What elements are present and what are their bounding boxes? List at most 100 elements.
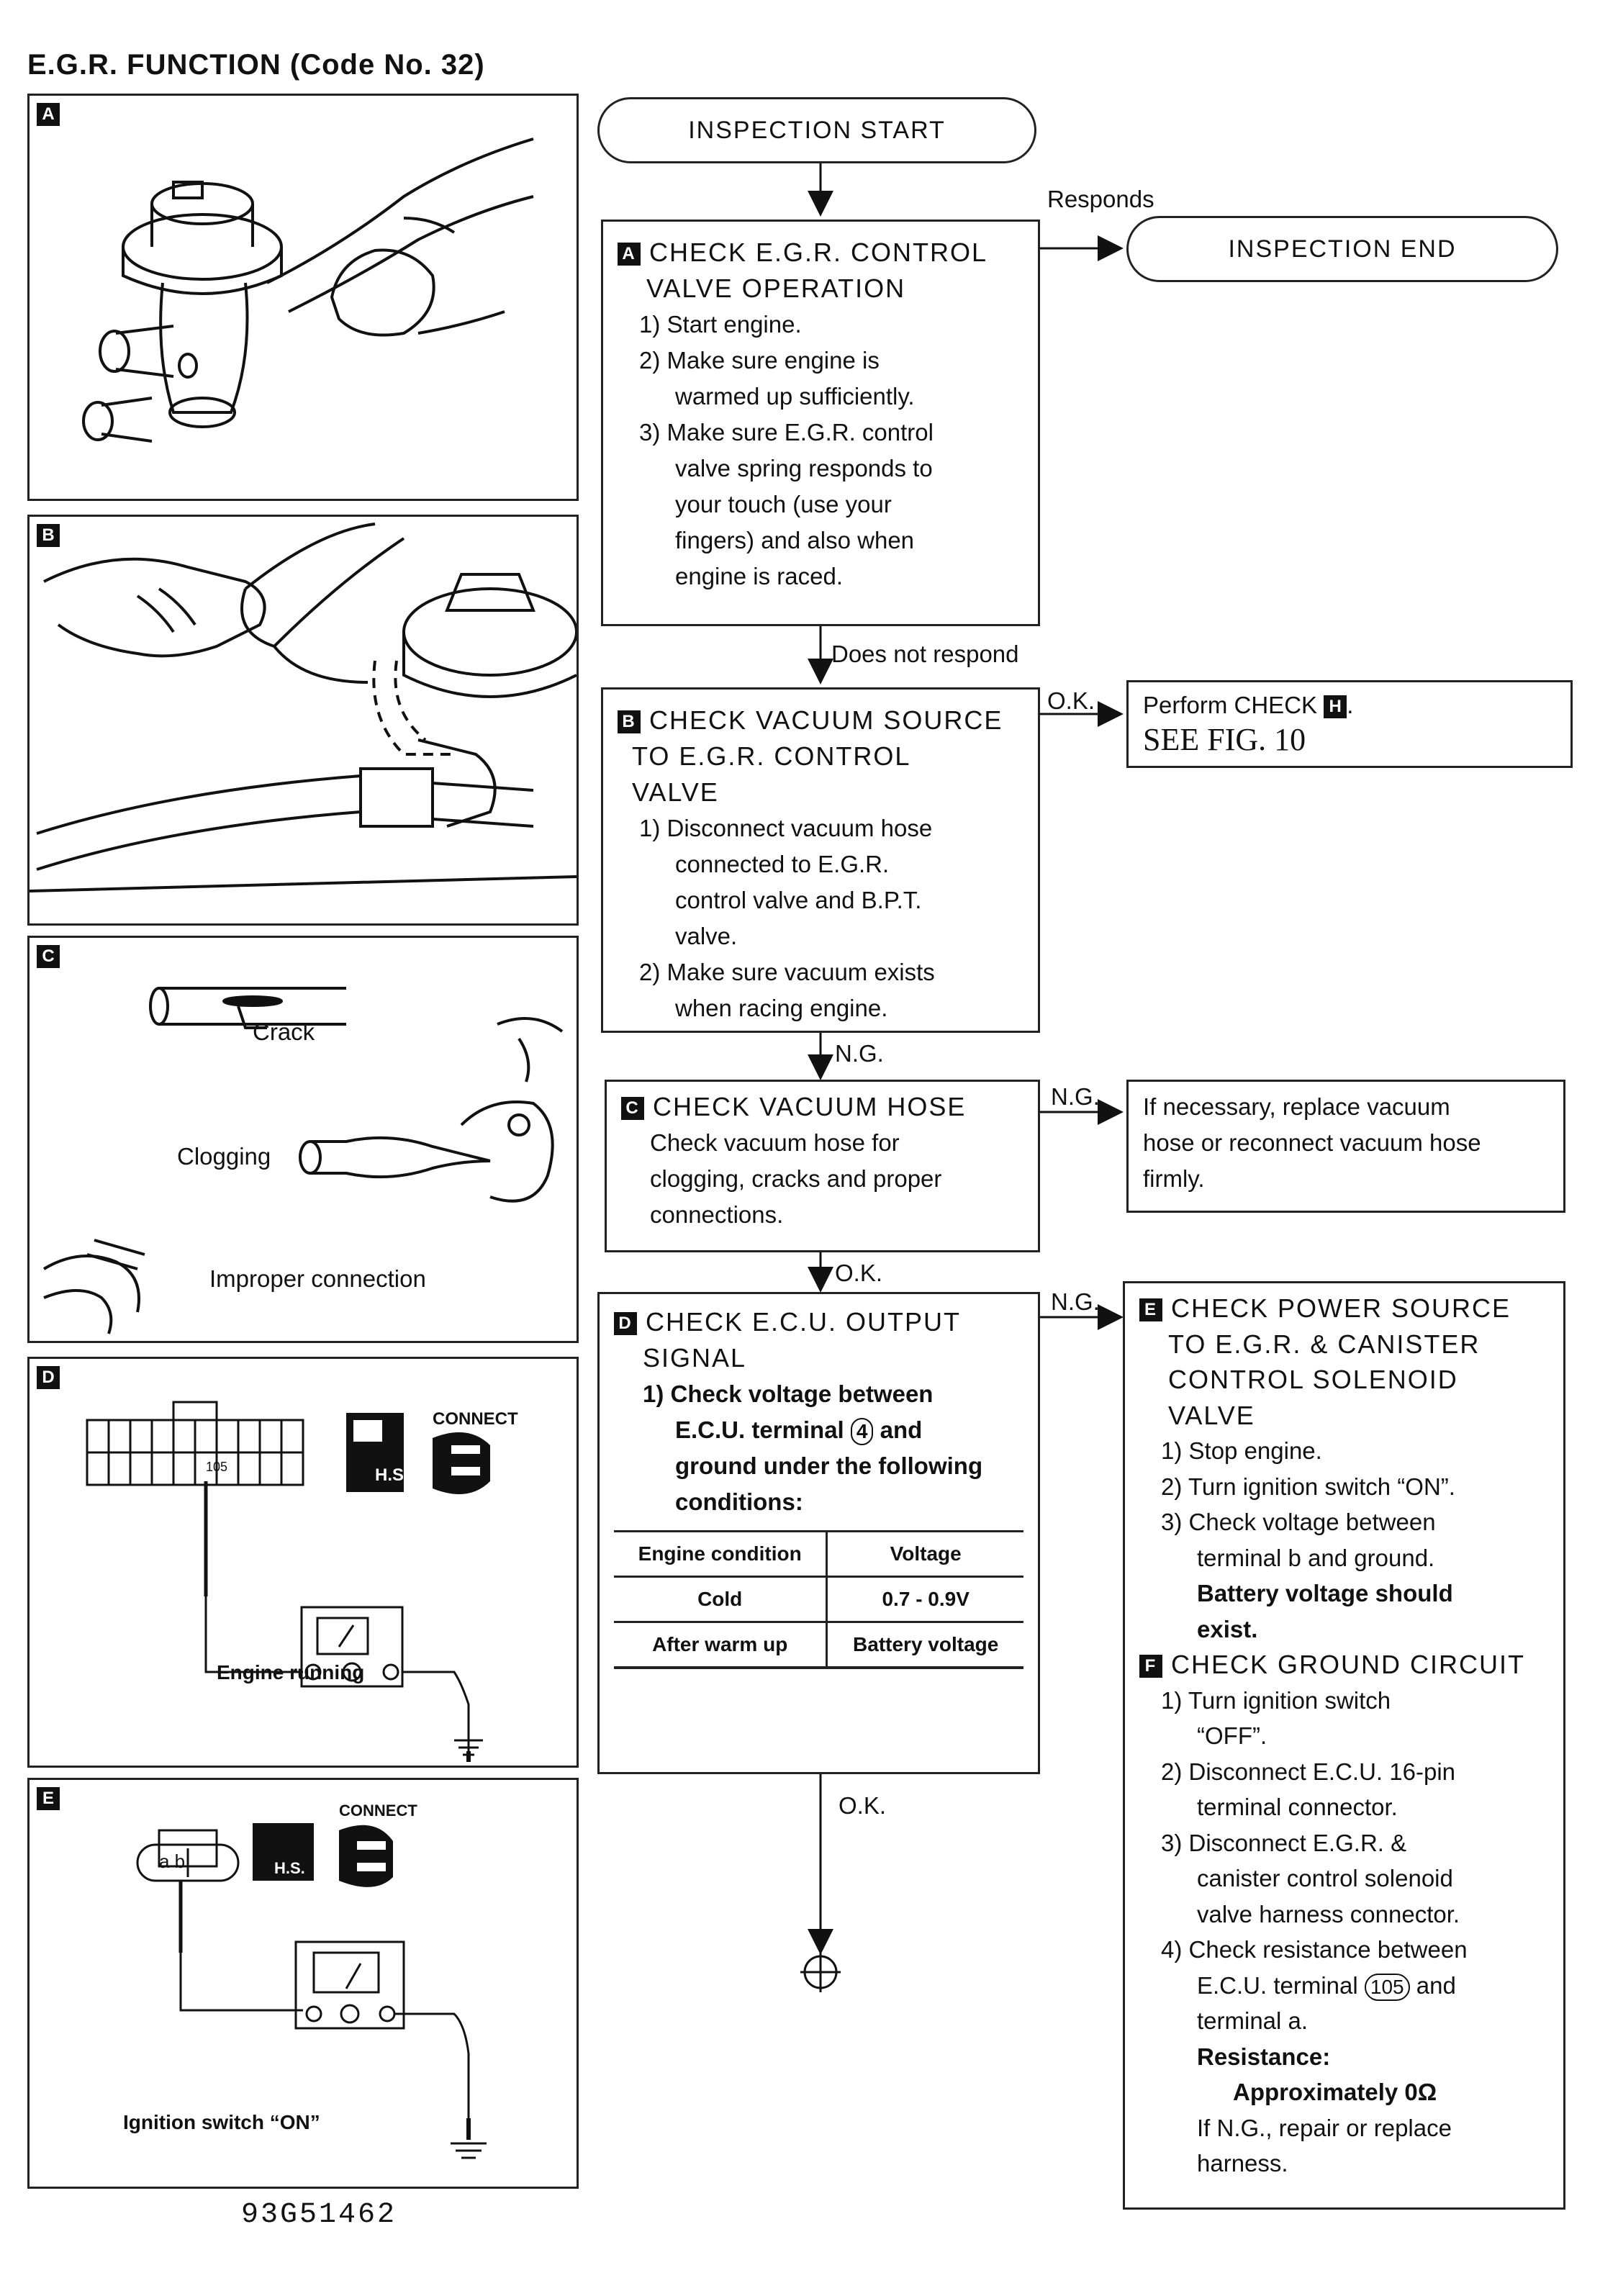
check-f-step3b: canister control solenoid <box>1197 1865 1453 1892</box>
check-e-step3b: terminal <box>1197 1544 1282 1571</box>
check-a-step2b: warmed up sufficiently. <box>675 383 915 410</box>
check-a-box: A CHECK E.G.R. CONTROL VALVE OPERATION 1… <box>601 220 1040 626</box>
perform-check-text: Perform CHECK <box>1143 692 1318 718</box>
engine-running-caption: Engine running <box>217 1661 365 1683</box>
check-a-step1: 1) Start engine. <box>639 311 802 338</box>
illustration-panel-b: B <box>27 515 579 926</box>
table-cell-after-warm-up: After warm up <box>614 1621 828 1669</box>
check-a-step3d: fingers) and also when <box>675 527 915 553</box>
pin-105-label: 105 <box>206 1460 228 1474</box>
ok-label-d: O.K. <box>839 1792 887 1819</box>
check-e-step1: 1) Stop engine. <box>1161 1437 1322 1464</box>
check-b-badge: B <box>618 710 641 734</box>
ng-label-d: N.G. <box>1051 1288 1100 1315</box>
condition-table: Engine condition Voltage Cold 0.7 - 0.9V… <box>614 1530 1023 1669</box>
replace-hose-line3: firmly. <box>1143 1165 1205 1192</box>
check-b-title1: CHECK VACUUM SOURCE <box>649 705 1003 735</box>
check-c-badge: C <box>621 1097 644 1121</box>
table-cell-cold-voltage: 0.7 - 0.9V <box>826 1576 1023 1622</box>
check-d-step1d: conditions: <box>675 1488 803 1515</box>
plug-terminal-label: a b <box>159 1850 186 1872</box>
replace-hose-line2: hose or reconnect vacuum hose <box>1143 1129 1481 1156</box>
hose-faults-illustration <box>42 987 564 1334</box>
panel-b-badge: B <box>37 524 60 547</box>
illustration-panel-e: E a b H.S. CONNECT Ignition switch “ON” <box>27 1778 579 2189</box>
check-b-title2: TO E.G.R. CONTROL <box>632 741 911 771</box>
check-b-step1a: 1) Disconnect vacuum hose <box>639 815 933 841</box>
check-a-step3e: engine is raced. <box>675 563 843 589</box>
check-f-step3a: 3) Disconnect E.G.R. & <box>1161 1829 1407 1856</box>
check-b-title3: VALVE <box>632 777 719 807</box>
illustration-panel-c: C Crack Clogging Improper connection <box>27 936 579 1343</box>
connect-label-e: CONNECT <box>339 1802 417 1820</box>
check-a-step3a: 3) Make sure E.G.R. control <box>639 419 934 446</box>
check-e-badge: E <box>1139 1298 1162 1322</box>
check-d-step1a: 1) Check voltage between <box>643 1380 934 1407</box>
solenoid-connector-illustration <box>136 1823 487 2159</box>
vacuum-hose-illustration <box>30 523 577 892</box>
table-header-engine-condition: Engine condition <box>614 1530 828 1577</box>
table-header-voltage: Voltage <box>826 1530 1023 1577</box>
check-b-step1d: valve. <box>675 923 738 949</box>
check-f-step4c: terminal <box>1197 2007 1282 2034</box>
check-a-step3b: valve spring responds to <box>675 455 933 482</box>
crack-label: Crack <box>253 1018 315 1045</box>
terminal-b-label: b <box>1288 1544 1301 1571</box>
resistance-label: Resistance: <box>1197 2043 1331 2070</box>
check-c-title: CHECK VACUUM HOSE <box>653 1092 967 1121</box>
check-f-ng1: If N.G., repair or replace <box>1197 2114 1452 2141</box>
panel-d-badge: D <box>37 1366 60 1389</box>
check-e-title1: CHECK POWER SOURCE <box>1171 1293 1511 1323</box>
check-c-line2: clogging, cracks and proper <box>650 1165 942 1192</box>
panel-e-badge: E <box>37 1787 60 1810</box>
ok-label-c: O.K. <box>835 1260 883 1286</box>
improper-connection-label: Improper connection <box>209 1265 426 1292</box>
check-a-title1: CHECK E.G.R. CONTROL <box>649 238 988 267</box>
table-row: Cold 0.7 - 0.9V <box>614 1576 1023 1622</box>
illustration-panel-a: A <box>27 94 579 501</box>
check-f-step1b: “OFF”. <box>1197 1722 1267 1749</box>
check-e-bold1: Battery voltage should <box>1197 1580 1453 1606</box>
inspection-end: INSPECTION END <box>1126 216 1558 282</box>
egr-valve-illustration <box>82 137 534 443</box>
check-b-box: B CHECK VACUUM SOURCE TO E.G.R. CONTROL … <box>601 687 1040 1033</box>
responds-label: Responds <box>1047 186 1154 212</box>
check-a-title2: VALVE OPERATION <box>646 274 906 303</box>
panel-c-badge: C <box>37 945 60 968</box>
does-not-respond-label: Does not respond <box>831 641 1019 667</box>
check-d-step1c: ground under the following <box>675 1452 983 1479</box>
check-f-step4a: 4) Check resistance between <box>1161 1936 1468 1963</box>
check-e-title2: TO E.G.R. & CANISTER <box>1168 1329 1481 1359</box>
check-e-step2: 2) Turn ignition switch “ON”. <box>1161 1473 1455 1500</box>
replace-hose-line1: If necessary, replace vacuum <box>1143 1093 1450 1120</box>
table-header-row: Engine condition Voltage <box>614 1530 1023 1577</box>
check-e-step3b-end: and ground. <box>1308 1544 1435 1571</box>
clogging-label: Clogging <box>177 1143 271 1170</box>
check-f-step4b: E.C.U. terminal <box>1197 1971 1358 1999</box>
check-d-step1b-end: and <box>880 1416 923 1443</box>
ecu-connector-illustration <box>86 1401 490 1762</box>
check-f-title: CHECK GROUND CIRCUIT <box>1171 1650 1526 1679</box>
hs-label: H.S. <box>375 1465 409 1485</box>
ng-label-b: N.G. <box>835 1040 884 1067</box>
resistance-value: Approximately 0Ω <box>1233 2079 1437 2105</box>
inspection-start: INSPECTION START <box>597 97 1036 163</box>
check-d-title1: CHECK E.C.U. OUTPUT <box>646 1307 962 1337</box>
check-c-line1: Check vacuum hose for <box>650 1129 900 1156</box>
check-a-badge: A <box>618 243 641 266</box>
illustration-panel-d: D 105 H.S. CONNECT Engine running <box>27 1357 579 1768</box>
check-f-ng2: harness. <box>1197 2150 1288 2177</box>
ok-label-b: O.K. <box>1047 687 1095 714</box>
panel-a-badge: A <box>37 103 60 126</box>
check-f-step3c: valve harness connector. <box>1197 1900 1460 1927</box>
check-ef-box: E CHECK POWER SOURCE TO E.G.R. & CANISTE… <box>1123 1281 1565 2210</box>
terminal-105-badge: 105 <box>1364 1973 1410 2001</box>
check-b-step1c: control valve and B.P.T. <box>675 887 922 913</box>
check-d-box: D CHECK E.C.U. OUTPUT SIGNAL 1) Check vo… <box>597 1292 1040 1774</box>
figure-code: 93G51462 <box>241 2199 397 2231</box>
check-d-badge: D <box>614 1312 637 1336</box>
terminal-a-label: a <box>1288 2007 1301 2034</box>
check-f-step2a: 2) Disconnect E.C.U. 16-pin <box>1161 1758 1456 1785</box>
check-a-step3c: your touch (use your <box>675 491 892 517</box>
check-f-step2b: terminal connector. <box>1197 1794 1398 1820</box>
